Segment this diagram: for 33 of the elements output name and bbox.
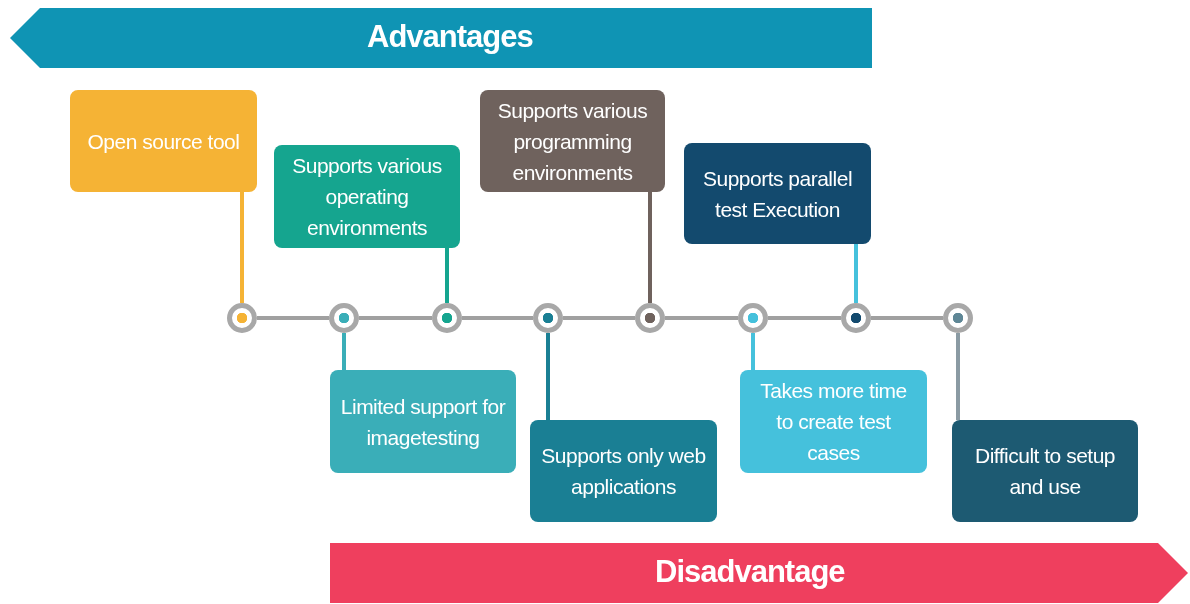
timeline-marker: [432, 303, 462, 333]
milestone-card: Takes more time to create test cases: [740, 370, 927, 473]
timeline-marker: [738, 303, 768, 333]
milestone-card: Limited support for imagetesting: [330, 370, 516, 473]
timeline-segment: [871, 316, 943, 320]
timeline-segment: [768, 316, 841, 320]
milestone-card: Supports only web applications: [530, 420, 717, 522]
timeline-marker: [533, 303, 563, 333]
timeline-segment: [462, 316, 533, 320]
timeline-segment: [563, 316, 635, 320]
timeline-segment: [359, 316, 432, 320]
leader-line: [751, 333, 755, 370]
leader-line: [956, 333, 960, 420]
banner-title: Advantages: [367, 19, 533, 55]
leader-line: [342, 333, 346, 370]
timeline-marker: [227, 303, 257, 333]
timeline-marker: [943, 303, 973, 333]
milestone-card: Supports various programming environments: [480, 90, 665, 192]
banner-title: Disadvantage: [655, 554, 845, 590]
timeline-segment: [257, 316, 329, 320]
leader-line: [648, 192, 652, 303]
timeline-marker: [329, 303, 359, 333]
leader-line: [546, 333, 550, 420]
leader-line: [445, 248, 449, 303]
leader-line: [854, 244, 858, 303]
milestone-card: Difficult to setup and use: [952, 420, 1138, 522]
timeline-marker: [841, 303, 871, 333]
leader-line: [240, 192, 244, 303]
milestone-card: Supports parallel test Execution: [684, 143, 871, 244]
milestone-card: Open source tool: [70, 90, 257, 192]
timeline-marker: [635, 303, 665, 333]
milestone-card: Supports various operating environments: [274, 145, 460, 248]
timeline-segment: [665, 316, 738, 320]
